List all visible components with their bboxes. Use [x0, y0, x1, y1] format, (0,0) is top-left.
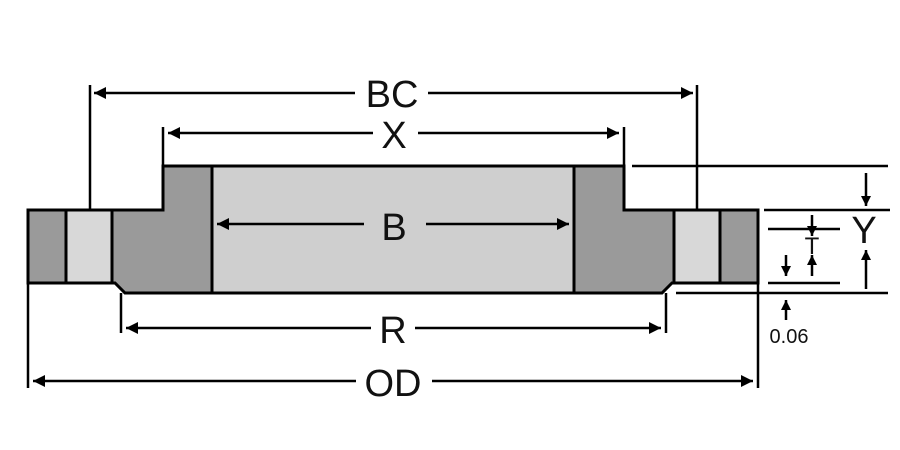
raised-face-height-label: 0.06 [770, 326, 809, 348]
left-bolt-hole [64, 208, 114, 285]
od-label: OD [365, 363, 422, 405]
bc-label: BC [366, 74, 419, 116]
b-label: B [381, 207, 406, 249]
t-label: T [805, 233, 820, 260]
x-label: X [381, 115, 406, 157]
dimension-lines [33, 87, 871, 387]
y-label: Y [851, 210, 876, 252]
bore-region [210, 164, 576, 295]
left-flange-section [26, 164, 214, 295]
r-label: R [379, 310, 406, 352]
extension-lines [26, 85, 890, 388]
flange-cross-section [26, 164, 760, 295]
right-flange-section [572, 164, 760, 295]
right-bolt-hole [672, 208, 722, 285]
